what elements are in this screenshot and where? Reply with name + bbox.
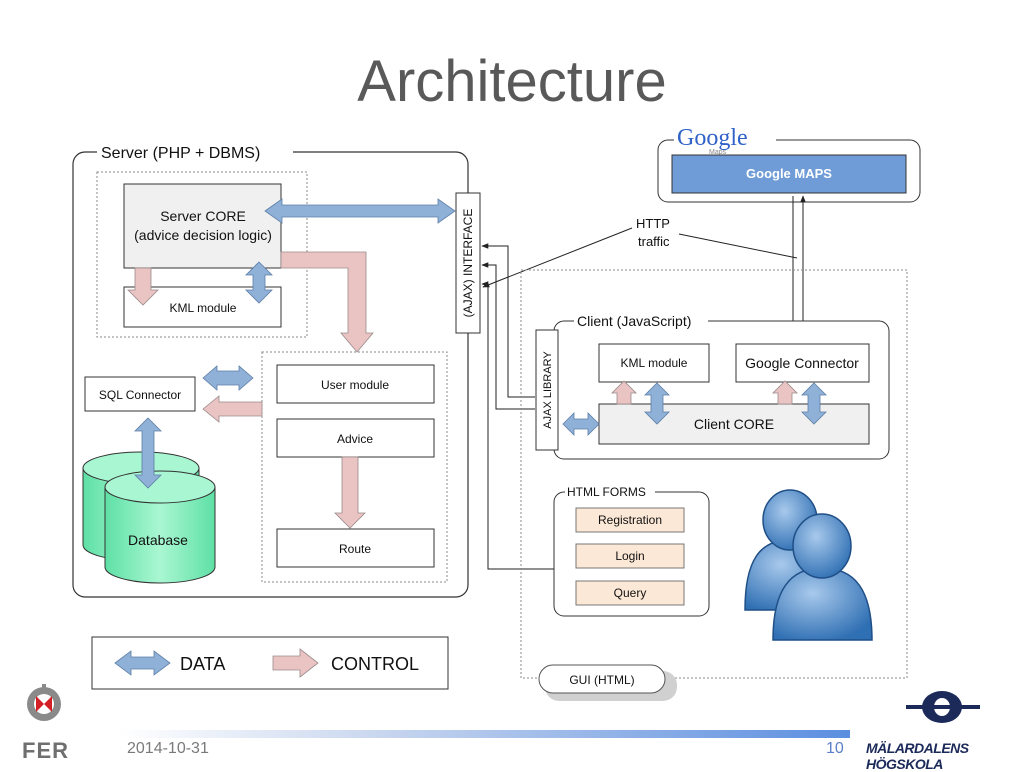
control-arrow-advice-route (334, 456, 366, 529)
http-line-1 (482, 227, 633, 288)
fer-logo (27, 684, 61, 721)
sql-connector-box (84, 376, 196, 412)
data-arrow-sql-user (202, 365, 254, 391)
legend: DATA CONTROL (91, 636, 449, 690)
gui-frame (520, 269, 908, 679)
server-kml-label: KML module (170, 301, 237, 315)
gui-label-box (538, 664, 666, 694)
gui-group: GUI (HTML) Client (JavaScript) AJAX LIBR… (520, 269, 908, 701)
client-kml-label: KML module (621, 356, 688, 370)
control-arrow-user-sql (202, 395, 263, 423)
google-maps-label: Google MAPS (746, 166, 832, 181)
http-traffic-sublabel: traffic (638, 234, 670, 249)
fer-label: FER (22, 738, 69, 763)
http-line-2 (678, 233, 798, 259)
line-interface-library-2 (481, 262, 535, 410)
query-label: Query (614, 586, 647, 600)
ajax-library-box (535, 329, 559, 451)
login-label: Login (615, 549, 644, 563)
slide-title: Architecture (357, 49, 667, 114)
user-module-box (276, 364, 435, 404)
legend-control-label: CONTROL (331, 654, 419, 674)
client-core-label: Client CORE (694, 416, 774, 432)
login-form (575, 543, 685, 569)
data-arrow-core-interface (264, 198, 456, 224)
route-box (276, 528, 435, 568)
database-label: Database (128, 532, 188, 548)
slide-page-number: 10 (826, 740, 844, 757)
sql-connector-label: SQL Connector (99, 388, 181, 402)
data-arrow-core-kml-client (644, 382, 670, 425)
ajax-library-label: AJAX LIBRARY (542, 351, 554, 429)
data-arrow-core-connector (801, 382, 827, 425)
control-arrow-core-kml-client (611, 380, 637, 405)
google-logo-sub: Maps (709, 149, 727, 156)
data-arrow-sql-db (134, 417, 162, 489)
google-logo: Google (677, 125, 748, 151)
user-module-label: User module (321, 378, 389, 392)
modules-group (261, 351, 448, 583)
footer-bar (120, 730, 850, 738)
server-group: Server (PHP + DBMS) Server CORE (advice … (72, 145, 469, 598)
google-connector-label: Google Connector (745, 355, 859, 371)
institution-name: MÄLARDALENS HÖGSKOLA (866, 740, 969, 772)
ajax-interface-box (455, 192, 481, 334)
registration-form (575, 507, 685, 533)
google-maps-box (671, 154, 907, 194)
legend-data-label: DATA (180, 654, 225, 674)
ajax-interface-label: (AJAX) INTERFACE (461, 209, 475, 318)
data-arrow-core-kml (245, 261, 273, 304)
google-connector-box (735, 343, 870, 383)
control-arrow-core-connector (772, 380, 798, 405)
client-kml-module (598, 343, 710, 383)
html-forms-label: HTML FORMS (567, 485, 646, 499)
slide-date: 2014-10-31 (127, 740, 209, 757)
gui-label: GUI (HTML) (569, 673, 634, 687)
control-arrow-core-user (280, 251, 374, 353)
route-label: Route (339, 542, 371, 556)
server-core-box (123, 183, 282, 269)
line-interface-library-1 (481, 243, 535, 398)
data-arrow-library-core (562, 412, 600, 436)
database-cylinder (82, 451, 216, 584)
advice-label: Advice (337, 432, 373, 446)
advice-box (276, 418, 435, 458)
malardalen-logo (906, 691, 980, 723)
server-core-sublabel: (advice decision logic) (134, 227, 272, 243)
http-traffic-label: HTTP (636, 216, 670, 231)
server-label: Server (PHP + DBMS) (101, 145, 260, 162)
client-label: Client (JavaScript) (577, 313, 691, 329)
users-icon (744, 489, 873, 641)
legend-data-arrow (114, 650, 171, 676)
google-group: Google Maps Google MAPS (657, 125, 921, 344)
query-form (575, 580, 685, 606)
registration-label: Registration (598, 513, 662, 527)
server-core-label: Server CORE (160, 208, 246, 224)
control-arrow-core-kml (127, 267, 159, 306)
legend-control-arrow (272, 648, 319, 678)
